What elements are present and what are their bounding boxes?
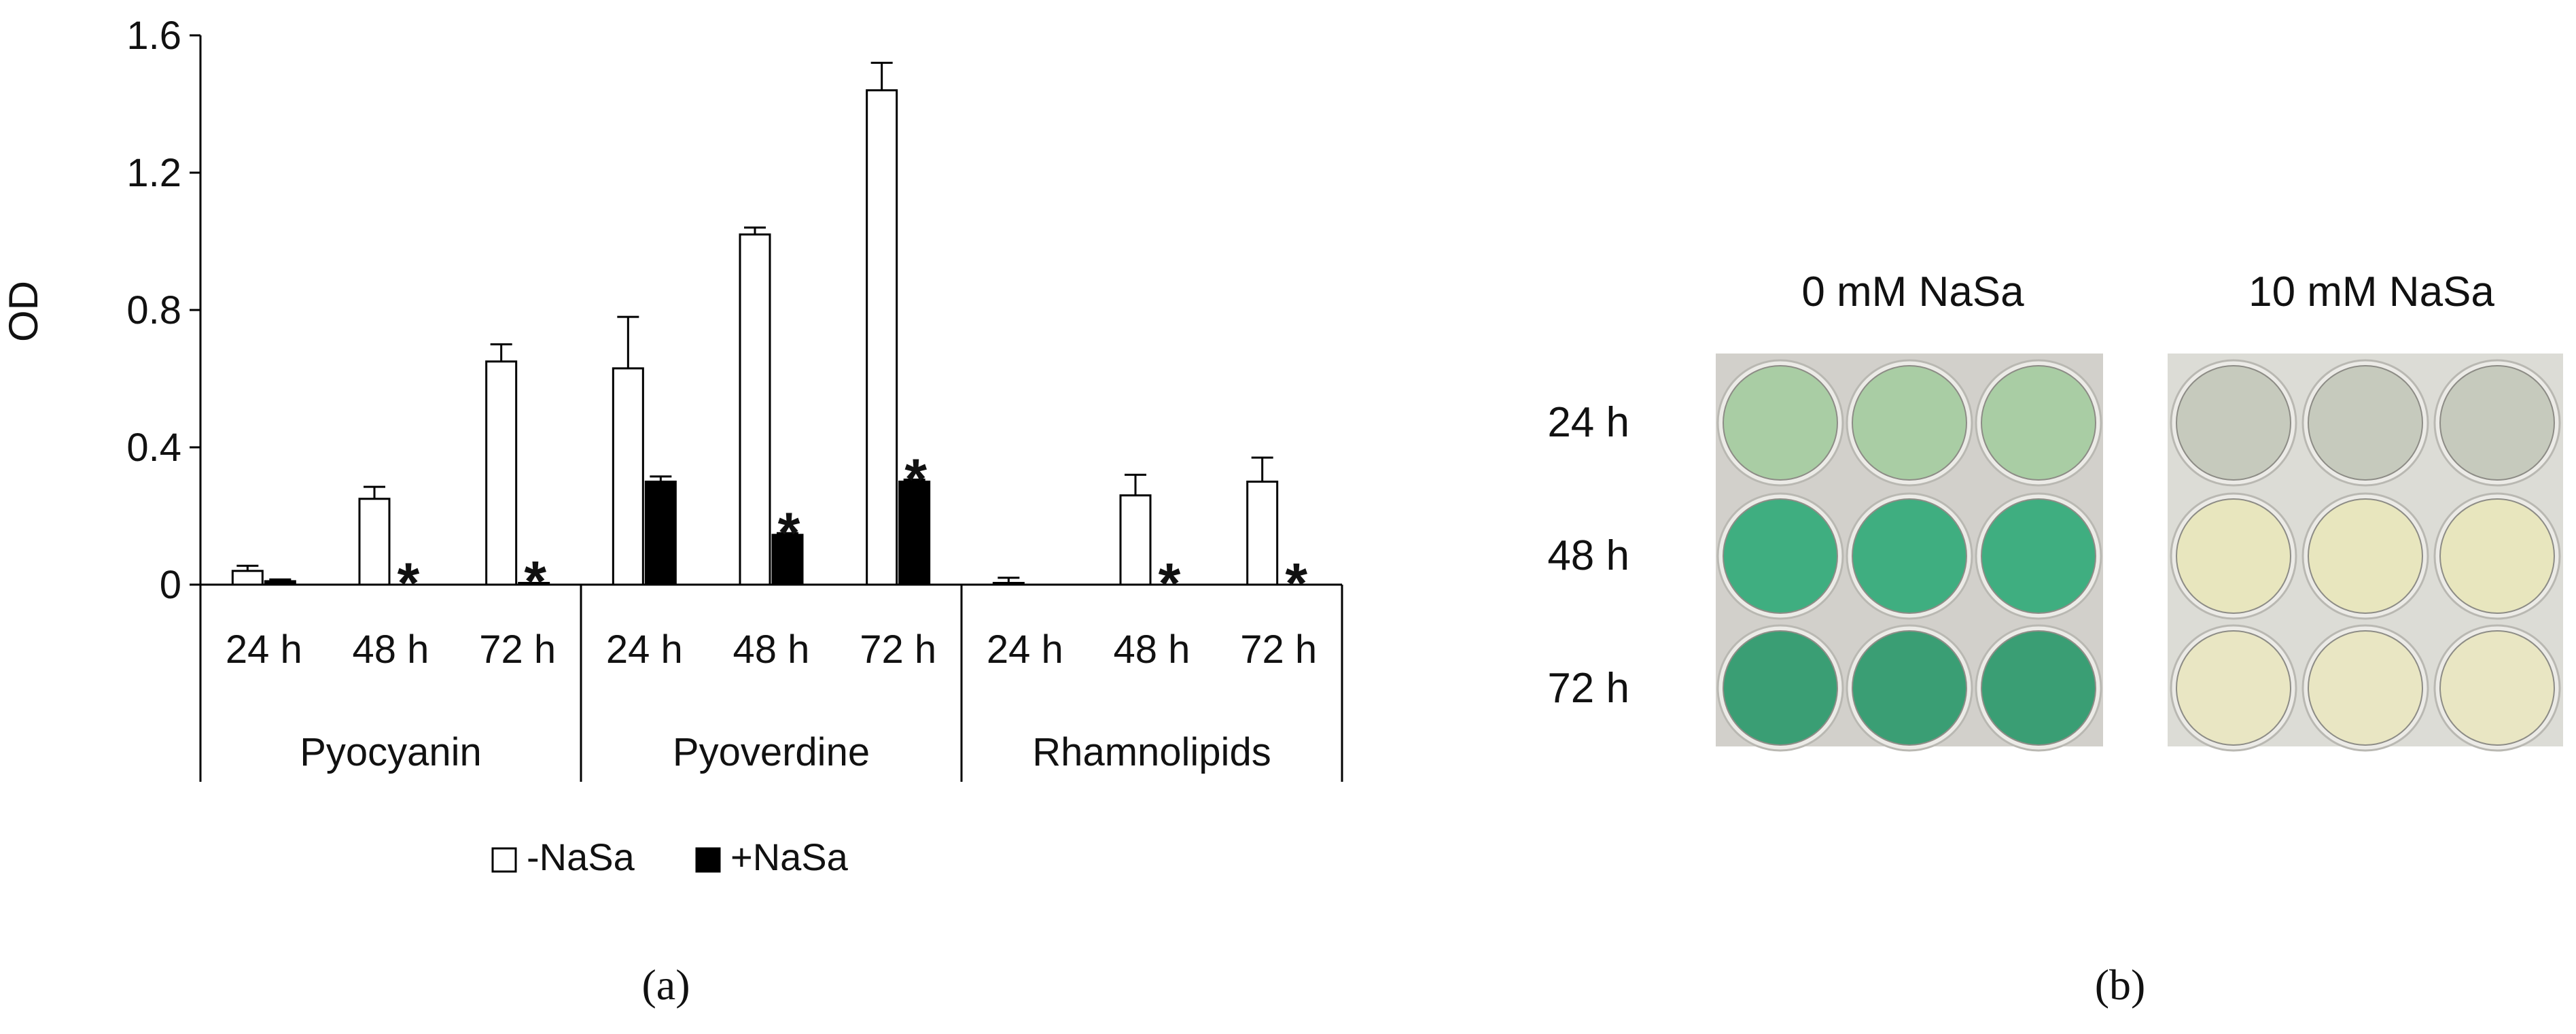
x-category-label: 24 h (226, 627, 302, 672)
bar (264, 580, 296, 586)
y-tick-label: 0.8 (126, 288, 181, 332)
legend-swatch-minus-nasa (491, 847, 517, 873)
x-group-label: Rhamnolipids (1032, 730, 1271, 774)
well (1852, 630, 1967, 746)
x-group-label: Pyocyanin (300, 730, 482, 774)
legend-label-plus-nasa: +NaSa (730, 835, 849, 878)
y-tick-label: 1.6 (126, 14, 181, 58)
condition-label-10mm: 10 mM NaSa (2248, 269, 2494, 315)
legend: -NaSa +NaSa (491, 835, 849, 878)
y-tick-label: 0 (160, 563, 181, 607)
row-label-72h: 72 h (1547, 665, 1629, 712)
well (1852, 365, 1967, 481)
bar (866, 89, 898, 586)
bar (231, 570, 264, 586)
well-plate-photo: 0 mM NaSa 10 mM NaSa 24 h 48 h 72 h (1547, 269, 2563, 752)
condition-label-0mm: 0 mM NaSa (1801, 269, 2024, 315)
bar (644, 481, 677, 586)
bar (485, 360, 518, 586)
well (1852, 498, 1967, 614)
significance-marker: * (778, 500, 800, 564)
x-category-label: 48 h (1114, 627, 1190, 672)
row-label-24h: 24 h (1547, 399, 1629, 446)
wells (1716, 359, 2561, 752)
y-tick-label: 0.4 (126, 426, 181, 470)
significance-marker: * (904, 447, 927, 511)
significance-marker: * (524, 549, 546, 613)
bar (1246, 481, 1279, 586)
bar (739, 233, 771, 586)
well (2439, 365, 2555, 481)
y-tick-label: 1.2 (126, 151, 181, 195)
well (2176, 365, 2291, 481)
bar (1119, 494, 1152, 586)
well (1723, 498, 1838, 614)
x-category-label: 72 h (1240, 627, 1317, 672)
row-label-48h: 48 h (1547, 532, 1629, 579)
well (1981, 630, 2096, 746)
x-category-label: 48 h (353, 627, 429, 672)
bar (518, 581, 550, 586)
bar (992, 581, 1025, 586)
x-category-label: 72 h (860, 627, 936, 672)
significance-marker: * (398, 551, 420, 615)
well (2176, 630, 2291, 746)
x-group-label: Pyoverdine (673, 730, 870, 774)
legend-label-minus-nasa: -NaSa (527, 835, 635, 878)
well (1723, 365, 1838, 481)
x-category-label: 48 h (733, 627, 810, 672)
significance-marker: * (1159, 551, 1181, 615)
y-axis-label: OD (1, 281, 46, 342)
well (1723, 630, 1838, 746)
bar (612, 367, 644, 586)
well (1981, 365, 2096, 481)
x-category-label: 72 h (479, 627, 556, 672)
x-category-label: 24 h (606, 627, 683, 672)
well (1981, 498, 2096, 614)
panel-label-b: (b) (2095, 961, 2146, 1009)
bar (358, 498, 391, 586)
well (2308, 498, 2423, 614)
legend-swatch-plus-nasa (695, 847, 721, 873)
bar-chart: 0 0.4 0.8 1.2 1.6 24 h 48 h 72 h 24 h 48 h 72 h 24 … (126, 14, 1343, 782)
x-category-label: 24 h (987, 627, 1063, 672)
panel-label-a: (a) (641, 961, 690, 1009)
well (2176, 498, 2291, 614)
well (2308, 630, 2423, 746)
well (2308, 365, 2423, 481)
significance-marker: * (1285, 551, 1307, 615)
well (2439, 630, 2555, 746)
well (2439, 498, 2555, 614)
